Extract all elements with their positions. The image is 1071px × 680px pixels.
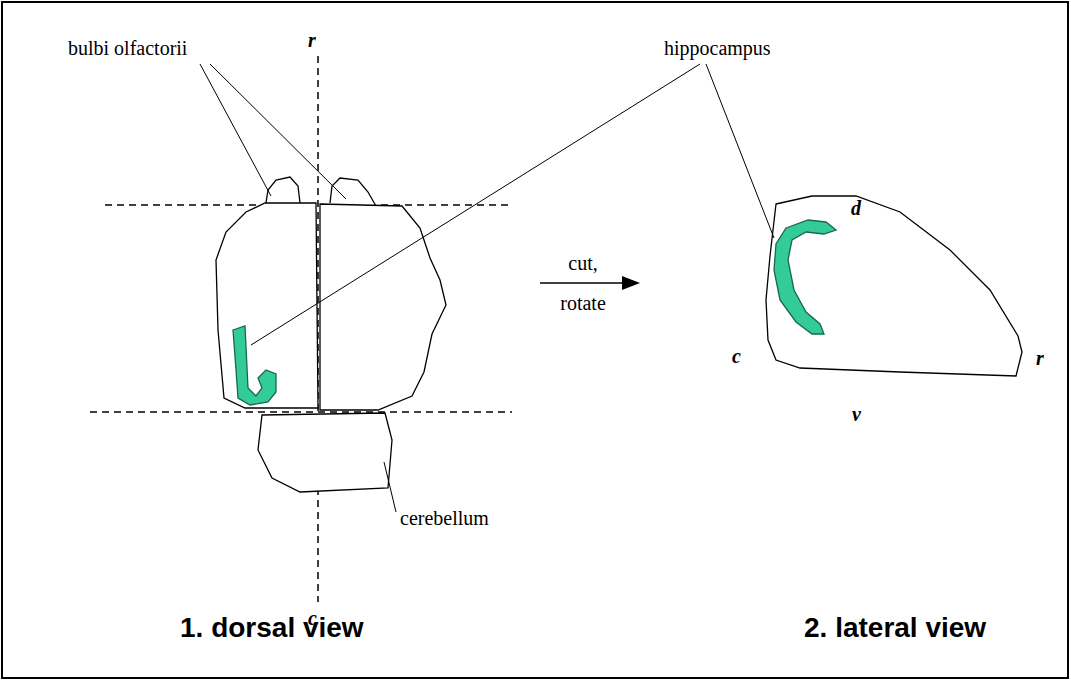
structure-label: bulbi olfactorii <box>68 36 187 60</box>
view-caption: 2. lateral view <box>804 612 986 644</box>
arrow-head <box>622 276 640 290</box>
direction-label: v <box>852 402 861 426</box>
olfactory-bulb <box>330 178 376 206</box>
leader-line <box>384 462 396 512</box>
direction-label: r <box>308 28 316 52</box>
direction-label: r <box>1036 346 1044 370</box>
left-hemisphere <box>216 203 318 408</box>
structure-label: hippocampus <box>664 36 771 60</box>
direction-label: d <box>851 196 861 220</box>
structure-label: cerebellum <box>400 506 489 530</box>
lateral-brain-outline <box>766 196 1022 376</box>
olfactory-bulb <box>266 177 300 203</box>
hippocampus-lateral <box>774 220 836 334</box>
leader-line <box>210 64 346 199</box>
leader-line <box>706 64 774 238</box>
cerebellum-outline <box>258 413 392 492</box>
hippocampus-dorsal <box>233 326 276 405</box>
view-caption: 1. dorsal view <box>180 612 364 644</box>
transform-arrow <box>540 282 624 284</box>
direction-label: c <box>732 344 741 368</box>
cut-line <box>90 411 512 413</box>
action-label: cut, rotate <box>548 243 618 323</box>
leader-line <box>200 64 271 196</box>
leader-line <box>251 64 700 345</box>
